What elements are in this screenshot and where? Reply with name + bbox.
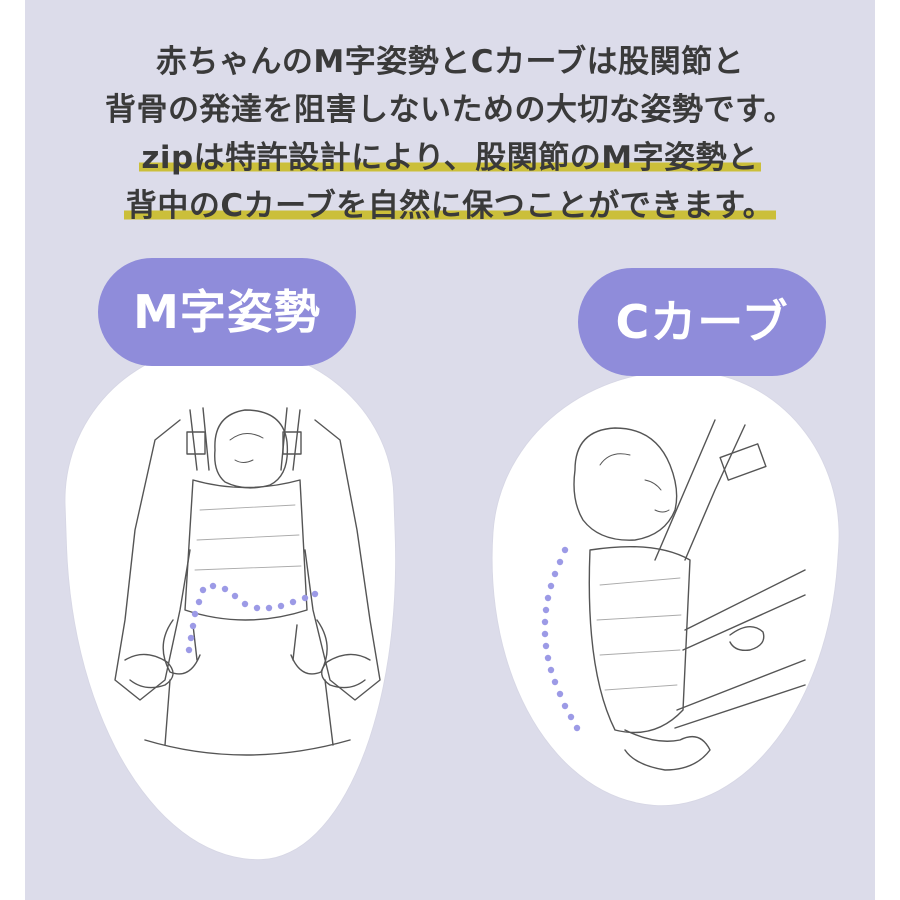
headline-line-4: 背中のCカーブを自然に保つことができます。	[25, 182, 875, 230]
baby-in-carrier-side-view-illustration	[541, 419, 806, 771]
headline-line-3: zipは特許設計により、股関節のM字姿勢と	[25, 134, 875, 182]
baby-in-carrier-front-view-illustration	[114, 407, 381, 756]
headline-line-2: 背骨の発達を阻害しないための大切な姿勢です。	[105, 92, 795, 128]
headline: 赤ちゃんのM字姿勢とCカーブは股関節と 背骨の発達を阻害しないための大切な姿勢で…	[25, 38, 875, 230]
c-curve-label: Cカーブ	[578, 268, 826, 376]
content-panel: 赤ちゃんのM字姿勢とCカーブは股関節と 背骨の発達を阻害しないための大切な姿勢で…	[25, 0, 875, 900]
highlighted-text: 背中のCカーブを自然に保つことができます。	[123, 188, 777, 224]
headline-line-1: 赤ちゃんのM字姿勢とCカーブは股関節と	[155, 44, 745, 80]
m-posture-label: M字姿勢	[98, 258, 356, 366]
highlighted-text: zipは特許設計により、股関節のM字姿勢と	[139, 140, 761, 176]
